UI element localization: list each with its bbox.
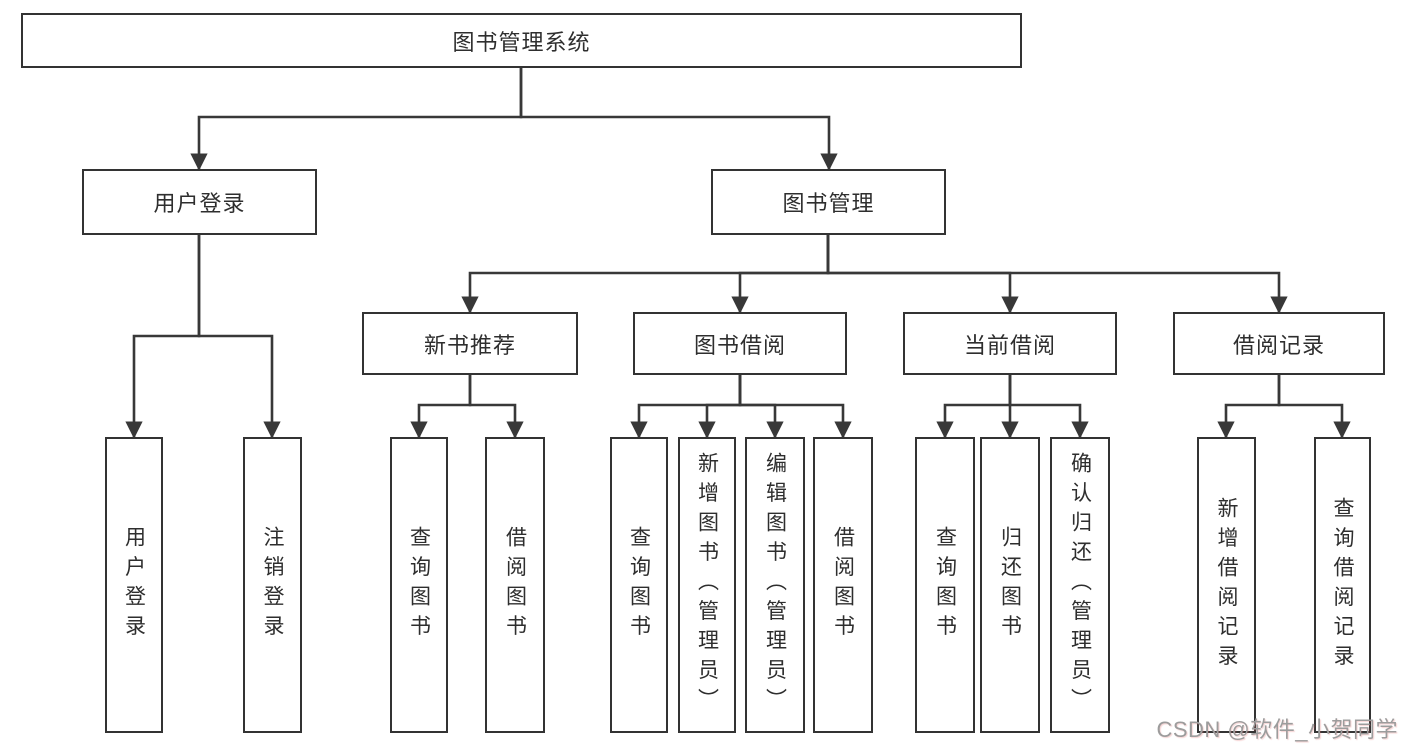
node-user-login: 用户登录 [82, 169, 317, 235]
edge-userlogin-logout [197, 235, 281, 439]
node-label: 图书管理系统 [452, 29, 591, 55]
leaf-cb-query-books: 查询图书 [915, 437, 975, 733]
node-label: 新书推荐 [423, 332, 516, 358]
node-label: 查询图书 [627, 526, 651, 644]
node-library-management-system: 图书管理系统 [21, 13, 1022, 68]
edge-br-add [1217, 375, 1281, 439]
node-label: 用户登录 [153, 191, 246, 216]
edge-cb-confirm [1008, 375, 1089, 439]
node-label: 用户登录 [122, 526, 146, 644]
edge-mgmt-bookborrow [731, 235, 830, 314]
leaf-rec-query-books: 查询图书 [390, 437, 448, 733]
leaf-rec-borrow-books: 借阅图书 [485, 437, 545, 733]
node-label: 注销登录 [261, 526, 284, 644]
node-label: 借阅记录 [1232, 332, 1325, 358]
node-label: 查询图书 [407, 526, 431, 644]
edge-mgmt-borrowrecords [826, 235, 1288, 314]
leaf-cb-return-books: 归还图书 [980, 437, 1040, 733]
node-label: 新增图书（管理员） [695, 452, 719, 718]
node-book-management: 图书管理 [711, 169, 946, 235]
node-label: 归还图书 [998, 526, 1022, 644]
node-label: 借阅图书 [831, 526, 855, 644]
node-label: 图书借阅 [693, 332, 786, 358]
node-current-borrowing: 当前借阅 [903, 312, 1117, 375]
node-label: 借阅图书 [503, 526, 527, 644]
node-label: 确认归还（管理员） [1068, 452, 1092, 718]
node-borrowing-records: 借阅记录 [1173, 312, 1385, 375]
node-label: 当前借阅 [963, 332, 1056, 358]
node-new-book-recommendation: 新书推荐 [362, 312, 578, 375]
node-label: 新增借阅记录 [1215, 496, 1238, 674]
edge-bb-borrow [738, 375, 852, 439]
edge-bb-add [698, 375, 742, 439]
edge-newrec-borrow [468, 375, 524, 439]
edge-root-user-login [190, 68, 523, 171]
edge-br-query [1277, 375, 1351, 439]
leaf-cb-confirm-return-admin: 确认归还（管理员） [1050, 437, 1110, 733]
leaf-bb-add-books-admin: 新增图书（管理员） [678, 437, 736, 733]
node-label: 编辑图书（管理员） [763, 452, 787, 718]
watermark: CSDN @软件_小贺同学 [1156, 717, 1398, 742]
node-label: 查询图书 [933, 526, 957, 644]
leaf-br-add-record: 新增借阅记录 [1197, 437, 1256, 733]
node-label: 查询借阅记录 [1331, 496, 1354, 674]
leaf-bb-edit-books-admin: 编辑图书（管理员） [745, 437, 805, 733]
edge-cb-query [936, 375, 1012, 439]
leaf-user-login: 用户登录 [105, 437, 163, 733]
node-book-borrowing: 图书借阅 [633, 312, 847, 375]
edge-newrec-query [410, 375, 472, 439]
edge-userlogin-login [125, 235, 201, 439]
leaf-bb-borrow-books: 借阅图书 [813, 437, 873, 733]
leaf-bb-query-books: 查询图书 [610, 437, 668, 733]
leaf-logout: 注销登录 [243, 437, 302, 733]
leaf-br-query-record: 查询借阅记录 [1314, 437, 1371, 733]
node-label: 图书管理 [782, 191, 875, 216]
edge-root-book-mgmt [519, 68, 838, 171]
